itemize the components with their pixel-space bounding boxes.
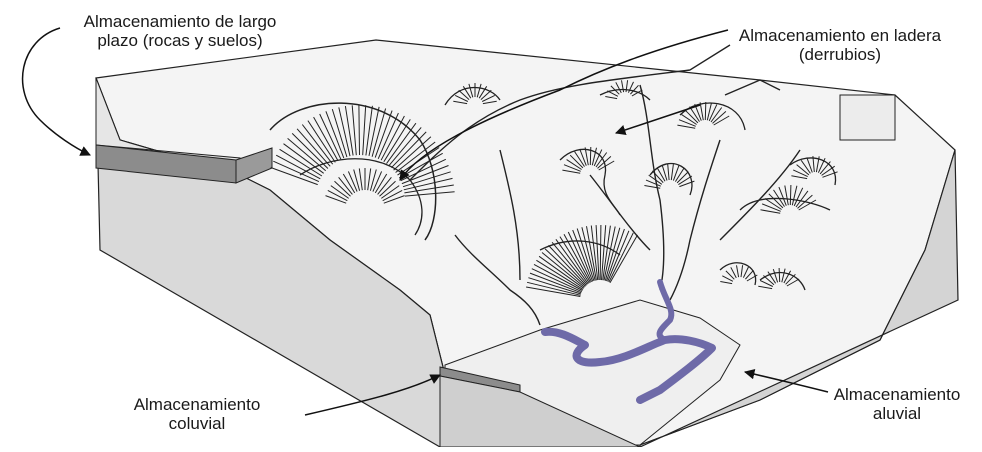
label-alluvial-line1: Almacenamiento [822,385,972,404]
label-long-term-storage: Almacenamiento de largo plazo (rocas y s… [60,12,300,50]
label-hillslope-storage: Almacenamiento en ladera (derrubios) [725,26,955,64]
label-colluvial-line1: Almacenamiento [112,395,282,414]
label-hillslope-line2: (derrubios) [725,45,955,64]
label-long-term-line1: Almacenamiento de largo [60,12,300,31]
label-alluvial-storage: Almacenamiento aluvial [822,385,972,423]
label-alluvial-line2: aluvial [822,404,972,423]
label-hillslope-line1: Almacenamiento en ladera [725,26,955,45]
label-long-term-line2: plazo (rocas y suelos) [60,31,300,50]
right-plateau-step [840,95,895,140]
label-colluvial-storage: Almacenamiento coluvial [112,395,282,433]
label-colluvial-line2: coluvial [112,414,282,433]
